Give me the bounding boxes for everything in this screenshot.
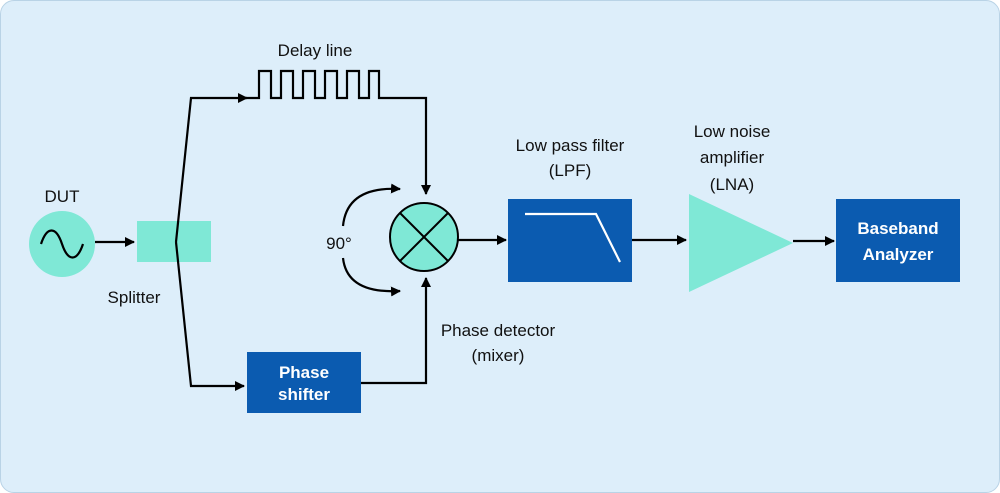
- phase-detector-label-line2: (mixer): [472, 346, 525, 365]
- mixer-x-icon: [399, 212, 449, 262]
- baseband-label-line1: Baseband: [857, 219, 938, 238]
- phase-shifter-label-line1: Phase: [279, 363, 329, 382]
- baseband-analyzer-block: [836, 199, 960, 282]
- phase-shifter-label-line2: shifter: [278, 385, 330, 404]
- lpf-block: [508, 199, 632, 282]
- lpf-label-line2: (LPF): [549, 161, 592, 180]
- phase-arc-upper: [341, 183, 401, 227]
- phase-angle-label: 90°: [326, 234, 352, 253]
- delay-line-label: Delay line: [278, 41, 353, 60]
- phase-detector-label-line1: Phase detector: [441, 321, 556, 340]
- lna-label-line1: Low noise: [694, 122, 771, 141]
- lna-label-line2: amplifier: [700, 148, 765, 167]
- lpf-label-line1: Low pass filter: [516, 136, 625, 155]
- shifter-to-mixer-wire: [361, 277, 431, 385]
- splitter-lower-branch: [174, 241, 245, 391]
- splitter-upper-branch: [174, 93, 248, 243]
- phase-detector-mixer: [389, 202, 459, 272]
- lowpass-response-icon: [525, 212, 621, 263]
- phase-arc-lower: [341, 257, 401, 297]
- splitter-label: Splitter: [108, 288, 161, 307]
- delay-line: [245, 69, 431, 195]
- splitter-block: [137, 221, 211, 262]
- lna-label-line3: (LNA): [710, 175, 754, 194]
- dut-label: DUT: [45, 187, 80, 206]
- phase-shifter-block: [247, 352, 361, 413]
- dut-source: DUT: [29, 187, 95, 277]
- amplifier-triangle-icon: [689, 194, 793, 292]
- sine-wave-icon: [39, 229, 85, 259]
- baseband-label-line2: Analyzer: [863, 245, 934, 264]
